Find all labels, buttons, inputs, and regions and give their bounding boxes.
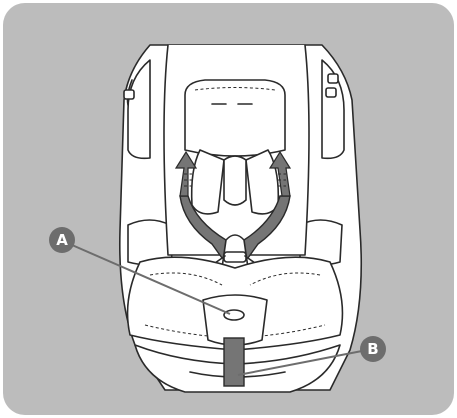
shoulder-pads [192,150,279,214]
callout-a: A [49,227,75,253]
seat-cushion [128,257,343,350]
headrest [185,80,285,156]
callout-b-label: B [367,340,378,358]
callout-a-label: A [56,231,68,249]
callout-b: B [360,336,386,362]
harness-adjuster-strap [224,338,244,386]
